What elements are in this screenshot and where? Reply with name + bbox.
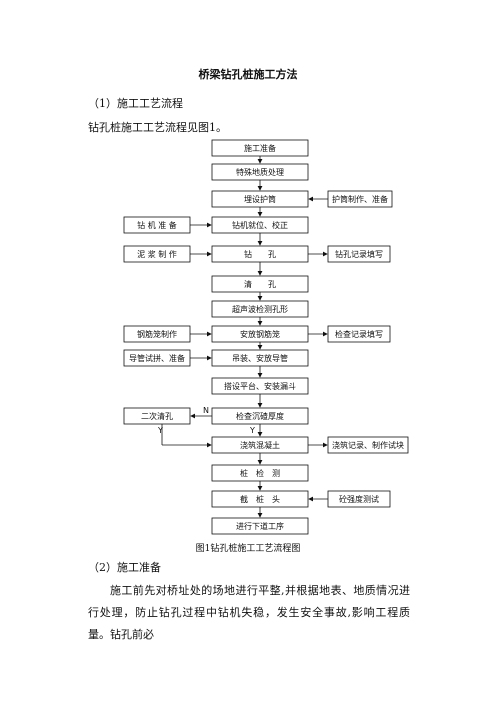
svg-text:清 孔: 清 孔 — [244, 279, 276, 289]
svg-text:浇筑记录、制作试块: 浇筑记录、制作试块 — [332, 440, 404, 450]
right-input-4: 砼强度测试 — [327, 490, 391, 508]
svg-text:检查记录填写: 检查记录填写 — [335, 329, 383, 339]
flow-step-1: 特殊地质处理 — [211, 163, 309, 181]
svg-text:桩 检 测: 桩 检 测 — [240, 468, 280, 478]
svg-text:浇筑混凝土: 浇筑混凝土 — [240, 440, 280, 450]
svg-text:施工准备: 施工准备 — [244, 143, 276, 153]
branch-label-n: N — [203, 406, 209, 415]
svg-text:钻 机 准 备: 钻 机 准 备 — [137, 220, 177, 230]
section1-heading: （1）施工工艺流程 — [88, 97, 183, 110]
flow-step-13: 截 桩 头 — [211, 490, 309, 508]
right-input-1: 钻孔记录填写 — [327, 245, 391, 263]
svg-text:进行下道工序: 进行下道工序 — [236, 521, 284, 531]
svg-text:钻 孔: 钻 孔 — [244, 249, 276, 259]
left-input-3: 导管试拼、准备 — [123, 349, 191, 367]
left-input-2: 钢筋笼制作 — [123, 325, 191, 343]
svg-text:检查沉碴厚度: 检查沉碴厚度 — [236, 411, 284, 421]
svg-text:钢筋笼制作: 钢筋笼制作 — [137, 329, 177, 339]
svg-text:截 桩 头: 截 桩 头 — [240, 494, 280, 504]
svg-text:泥 浆 制 作: 泥 浆 制 作 — [137, 249, 177, 259]
branch-label-y2: Y — [249, 426, 255, 435]
flow-step-6: 超声波检测孔形 — [211, 300, 309, 318]
right-input-0: 护筒制作、准备 — [327, 190, 393, 208]
svg-text:埋设护筒: 埋设护筒 — [244, 194, 276, 204]
flow-step-0: 施工准备 — [211, 139, 309, 157]
right-input-2: 检查记录填写 — [327, 325, 391, 343]
left-input-1: 泥 浆 制 作 — [123, 245, 191, 263]
svg-text:护筒制作、准备: 护筒制作、准备 — [332, 194, 388, 204]
flow-step-3: 钻机就位、校正 — [211, 216, 309, 234]
flow-step-4: 钻 孔 — [211, 245, 309, 263]
flow-step-14: 进行下道工序 — [211, 517, 309, 535]
section2-heading: （2）施工准备 — [88, 561, 161, 574]
section1-intro: 钻孔桩施工工艺流程见图1。 — [88, 121, 227, 134]
left-input-0: 钻 机 准 备 — [123, 216, 191, 234]
flow-step-8: 吊装、安放导管 — [211, 349, 309, 367]
svg-text:砼强度测试: 砼强度测试 — [339, 494, 379, 504]
svg-text:钻孔记录填写: 钻孔记录填写 — [335, 249, 383, 259]
flow-step-9: 搭设平台、安装漏斗 — [211, 377, 309, 395]
svg-text:导管试拼、准备: 导管试拼、准备 — [129, 353, 185, 363]
svg-text:特殊地质处理: 特殊地质处理 — [236, 167, 284, 177]
flow-step-7: 安放钢筋笼 — [211, 325, 309, 343]
right-input-3: 浇筑记录、制作试块 — [327, 436, 409, 454]
svg-text:超声波检测孔形: 超声波检测孔形 — [232, 304, 288, 314]
svg-text:二次清孔: 二次清孔 — [141, 411, 173, 421]
svg-text:安放钢筋笼: 安放钢筋笼 — [240, 329, 280, 339]
flow-step-5: 清 孔 — [211, 275, 309, 293]
branch-label-y1: Y — [157, 426, 163, 435]
svg-text:钻机就位、校正: 钻机就位、校正 — [232, 220, 288, 230]
flow-step-2: 埋设护筒 — [211, 190, 309, 208]
flow-step-12: 桩 检 测 — [211, 464, 309, 482]
figure-caption: 图1钻孔桩施工工艺流程图 — [195, 544, 301, 554]
left-input-4: 二次清孔 — [123, 407, 191, 425]
svg-text:吊装、安放导管: 吊装、安放导管 — [232, 353, 288, 363]
flow-step-10: 检查沉碴厚度 — [211, 407, 309, 425]
svg-text:搭设平台、安装漏斗: 搭设平台、安装漏斗 — [224, 381, 296, 391]
flow-step-11: 浇筑混凝土 — [211, 436, 309, 454]
document-title: 桥梁钻孔桩施工方法 — [198, 68, 298, 81]
section2-paragraph: 施工前先对桥址处的场地进行平整,并根据地表、地质情况进行处理，防止钻孔过程中钻机… — [88, 584, 410, 641]
